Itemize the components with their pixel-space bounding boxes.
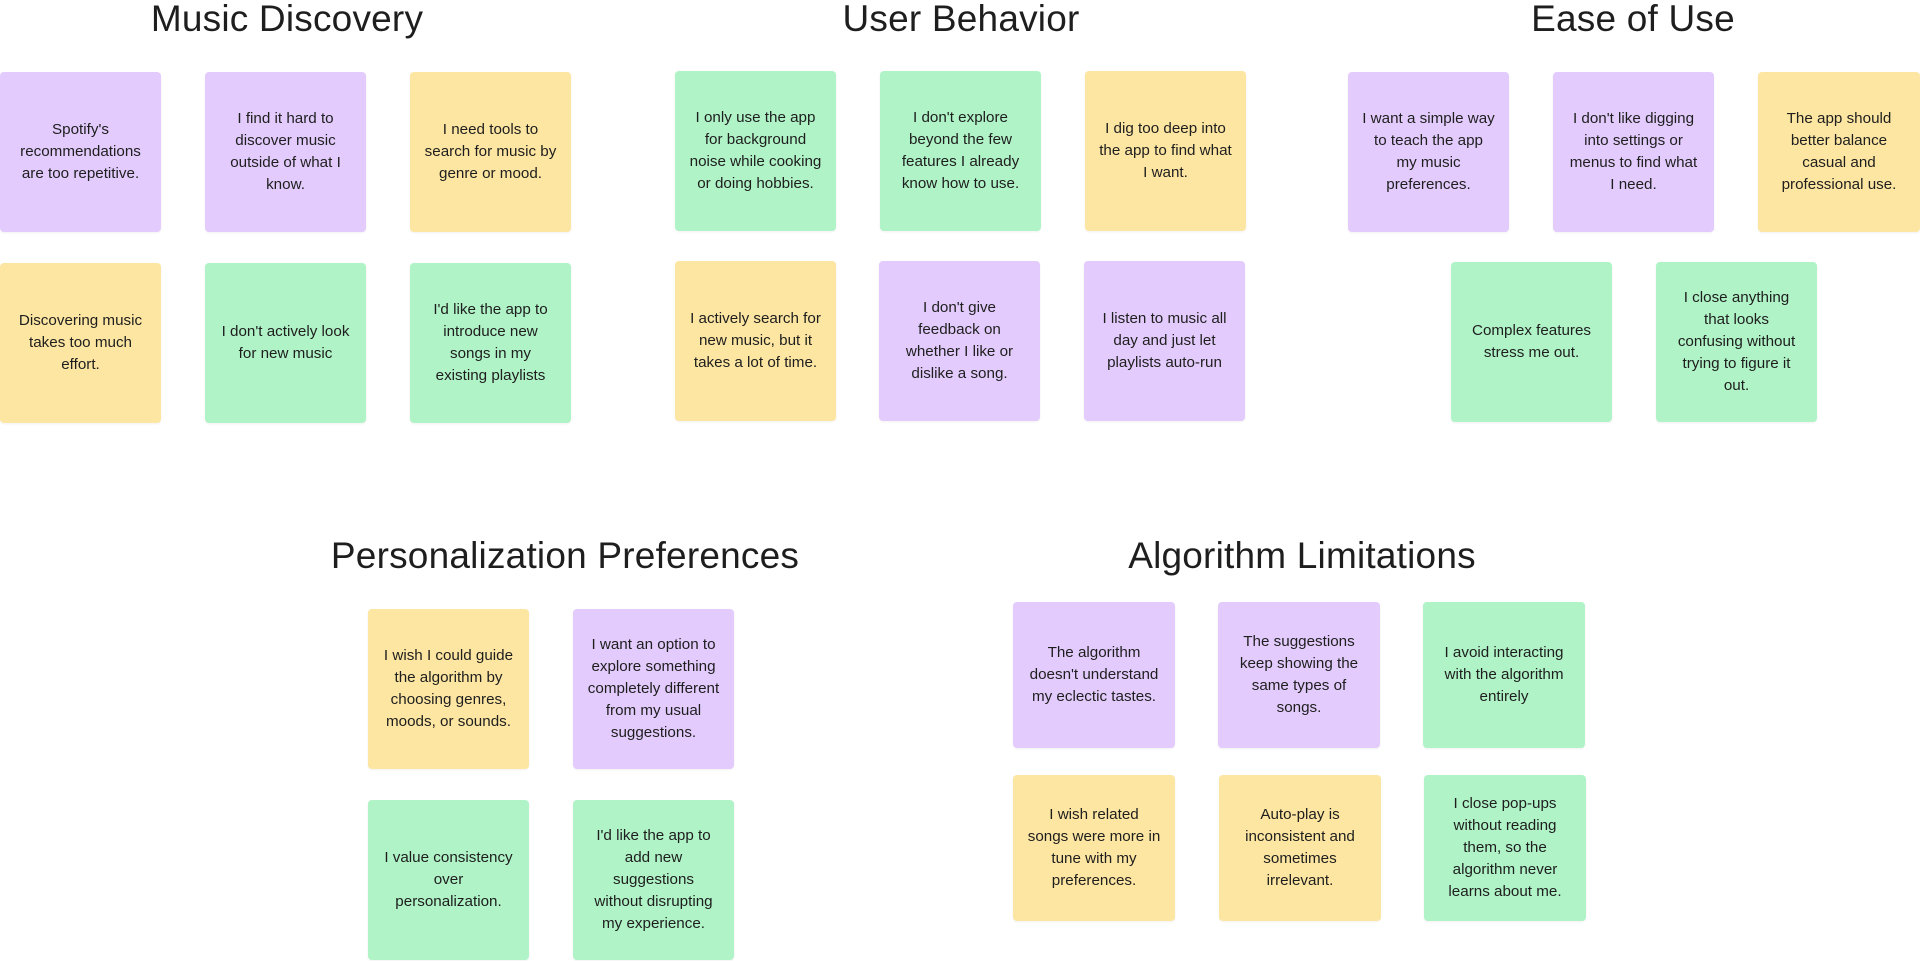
sticky-note-text: I wish I could guide the algorithm by ch… xyxy=(383,647,514,730)
sticky-note-text: I wish related songs were more in tune w… xyxy=(1027,806,1161,889)
cluster-title-personalization-preferences: Personalization Preferences xyxy=(330,535,800,576)
sticky-note-text: I close anything that looks confusing wi… xyxy=(1677,289,1796,394)
sticky-note[interactable]: Complex features stress me out. xyxy=(1451,262,1612,422)
sticky-note-text: Auto-play is inconsistent and sometimes … xyxy=(1245,806,1355,889)
sticky-note-text: I dig too deep into the app to find what… xyxy=(1099,120,1232,181)
sticky-note[interactable]: The suggestions keep showing the same ty… xyxy=(1218,602,1380,748)
sticky-note[interactable]: The algorithm doesn't understand my ecle… xyxy=(1013,602,1175,748)
sticky-note-text: I want a simple way to teach the app my … xyxy=(1362,110,1495,193)
sticky-note-text: The suggestions keep showing the same ty… xyxy=(1239,633,1359,716)
sticky-note[interactable]: I'd like the app to introduce new songs … xyxy=(410,263,571,423)
cluster-title-user-behavior: User Behavior xyxy=(842,0,1080,39)
sticky-note-text: I close pop-ups without reading them, so… xyxy=(1448,795,1562,900)
cluster-title-ease-of-use: Ease of Use xyxy=(1531,0,1735,39)
sticky-note[interactable]: I don't actively look for new music xyxy=(205,263,366,423)
sticky-note-text: I listen to music all day and just let p… xyxy=(1102,310,1227,371)
sticky-note[interactable]: I dig too deep into the app to find what… xyxy=(1085,71,1246,231)
sticky-note-text: I don't like digging into settings or me… xyxy=(1569,110,1698,193)
sticky-note[interactable]: I listen to music all day and just let p… xyxy=(1084,261,1245,421)
sticky-note-text: I don't actively look for new music xyxy=(221,323,350,362)
sticky-note[interactable]: I wish I could guide the algorithm by ch… xyxy=(368,609,529,769)
sticky-note-text: I want an option to explore something co… xyxy=(587,636,720,741)
sticky-note[interactable]: I wish related songs were more in tune w… xyxy=(1013,775,1175,921)
sticky-note-text: I don't give feedback on whether I like … xyxy=(905,299,1014,382)
sticky-note-text: I only use the app for background noise … xyxy=(689,109,822,192)
sticky-note-text: I need tools to search for music by genr… xyxy=(424,121,557,182)
sticky-note[interactable]: Discovering music takes too much effort. xyxy=(0,263,161,423)
sticky-note[interactable]: I close pop-ups without reading them, so… xyxy=(1424,775,1586,921)
sticky-note[interactable]: I avoid interacting with the algorithm e… xyxy=(1423,602,1585,748)
sticky-note[interactable]: I close anything that looks confusing wi… xyxy=(1656,262,1817,422)
sticky-note-text: Complex features stress me out. xyxy=(1471,322,1592,361)
sticky-note[interactable]: I actively search for new music, but it … xyxy=(675,261,836,421)
sticky-note[interactable]: I don't give feedback on whether I like … xyxy=(879,261,1040,421)
sticky-note-text: I actively search for new music, but it … xyxy=(690,310,821,371)
sticky-note-text: Spotify's recommendations are too repeti… xyxy=(20,121,141,182)
sticky-note-text: I avoid interacting with the algorithm e… xyxy=(1444,644,1564,705)
sticky-note[interactable]: I'd like the app to add new suggestions … xyxy=(573,800,734,960)
sticky-note[interactable]: The app should better balance casual and… xyxy=(1758,72,1920,232)
sticky-note-text: I'd like the app to add new suggestions … xyxy=(594,827,713,932)
sticky-note[interactable]: I want a simple way to teach the app my … xyxy=(1348,72,1509,232)
sticky-note[interactable]: I only use the app for background noise … xyxy=(675,71,836,231)
sticky-note-text: The app should better balance casual and… xyxy=(1781,110,1897,193)
sticky-note[interactable]: I want an option to explore something co… xyxy=(573,609,734,769)
sticky-note[interactable]: Auto-play is inconsistent and sometimes … xyxy=(1219,775,1381,921)
sticky-note-text: I'd like the app to introduce new songs … xyxy=(433,301,548,384)
cluster-title-algorithm-limitations: Algorithm Limitations xyxy=(1128,535,1476,576)
sticky-note-text: The algorithm doesn't understand my ecle… xyxy=(1029,644,1159,705)
sticky-note[interactable]: I find it hard to discover music outside… xyxy=(205,72,366,232)
sticky-note[interactable]: I don't like digging into settings or me… xyxy=(1553,72,1714,232)
sticky-note-text: I find it hard to discover music outside… xyxy=(230,110,341,193)
sticky-note[interactable]: I don't explore beyond the few features … xyxy=(880,71,1041,231)
sticky-note[interactable]: I need tools to search for music by genr… xyxy=(410,72,571,232)
sticky-note-text: Discovering music takes too much effort. xyxy=(18,312,143,373)
sticky-note[interactable]: I value consistency over personalization… xyxy=(368,800,529,960)
sticky-note[interactable]: Spotify's recommendations are too repeti… xyxy=(0,72,161,232)
cluster-title-music-discovery: Music Discovery xyxy=(150,0,424,39)
sticky-note-text: I value consistency over personalization… xyxy=(384,849,513,910)
sticky-note-text: I don't explore beyond the few features … xyxy=(901,109,1020,192)
